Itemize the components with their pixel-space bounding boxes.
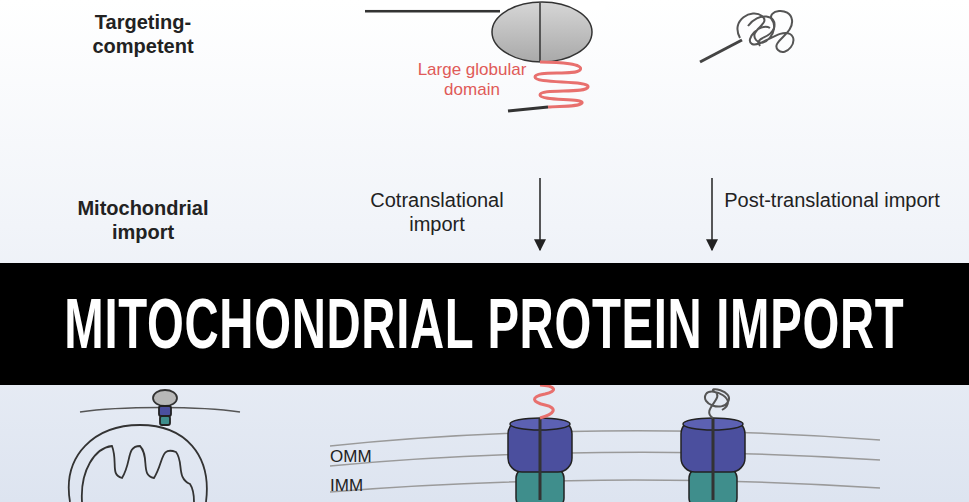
translocon — [508, 418, 745, 502]
imported-chains — [534, 385, 729, 500]
import-arrow — [711, 178, 713, 250]
row-heading: Targeting-competent — [73, 10, 213, 58]
membrane-label: OMM — [330, 447, 372, 467]
pathway-label: Post-translational import — [722, 188, 942, 212]
membranes — [330, 431, 880, 492]
ribosome — [365, 0, 605, 62]
banner-title: MITOCHONDRIAL PROTEIN IMPORT — [65, 284, 905, 364]
pathway-label: Cotranslational import — [342, 188, 532, 236]
import-arrow — [539, 178, 541, 250]
title-row: MITOCHONDRIAL PROTEIN IMPORT — [0, 263, 969, 385]
folded-protein — [700, 11, 793, 62]
row-heading: Mitochondrial import — [63, 196, 223, 244]
membrane-label: IMM — [330, 476, 363, 496]
title-banner: MITOCHONDRIAL PROTEIN IMPORT — [0, 263, 969, 385]
domain-label: Large globular domain — [405, 60, 540, 101]
mitochondrion — [69, 390, 240, 502]
